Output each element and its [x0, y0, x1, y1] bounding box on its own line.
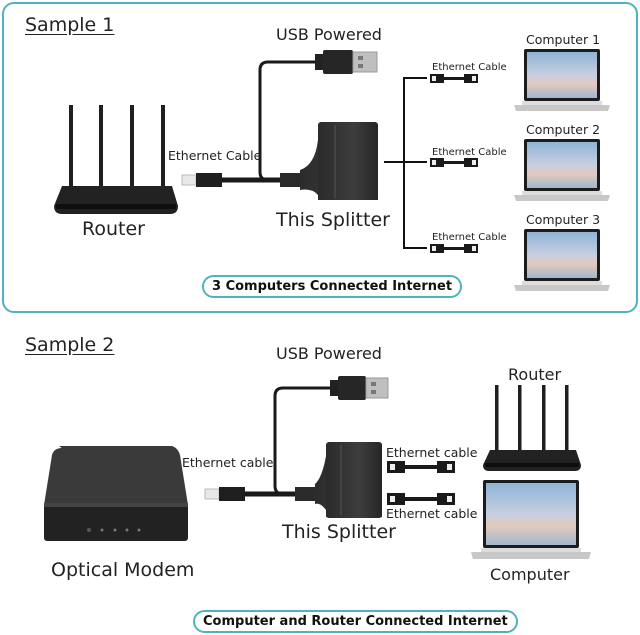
laptop-icon-1 [514, 49, 610, 111]
caption-badge-2: Computer and Router Connected Internet [193, 610, 518, 633]
output-cable-label-3: Ethernet Cable [432, 232, 507, 243]
router-icon [54, 105, 178, 214]
ethernet-connector-icons-2 [387, 461, 455, 505]
computer-1-label: Computer 1 [526, 32, 601, 47]
ethernet-connector-icons [430, 74, 478, 253]
computer-label: Computer [490, 565, 570, 584]
output-cable-label-computer: Ethernet cable [386, 506, 478, 521]
laptop-icon-computer [471, 480, 591, 559]
optical-modem-label: Optical Modem [51, 559, 195, 581]
splitter-label-2: This Splitter [282, 521, 396, 543]
sample-2-title: Sample 2 [25, 334, 115, 356]
computer-2-label: Computer 2 [526, 122, 601, 137]
connection-lines [384, 77, 427, 249]
splitter-label: This Splitter [276, 209, 390, 231]
input-cable-label-2: Ethernet cable [182, 455, 274, 470]
router-icon-2 [483, 385, 581, 471]
optical-modem-icon [44, 446, 188, 541]
caption-badge-1: 3 Computers Connected Internet [202, 275, 463, 298]
usb-cable-icon-2 [273, 376, 389, 496]
router-label: Router [82, 218, 145, 240]
sample-1-title: Sample 1 [25, 14, 115, 36]
usb-powered-label: USB Powered [276, 25, 382, 44]
router-label-2: Router [508, 365, 562, 384]
laptop-icon-2 [514, 139, 610, 201]
output-cable-label-router: Ethernet cable [386, 445, 478, 460]
laptop-icon-3 [514, 229, 610, 291]
output-cable-label-1: Ethernet Cable [432, 62, 507, 73]
output-cable-label-2: Ethernet Cable [432, 147, 507, 158]
splitter-icon-2 [295, 442, 382, 518]
usb-cable-icon [258, 50, 378, 182]
computer-3-label: Computer 3 [526, 212, 601, 227]
splitter-icon [280, 122, 378, 200]
usb-powered-label-2: USB Powered [276, 344, 382, 363]
input-cable-label: Ethernet Cable [168, 148, 262, 163]
